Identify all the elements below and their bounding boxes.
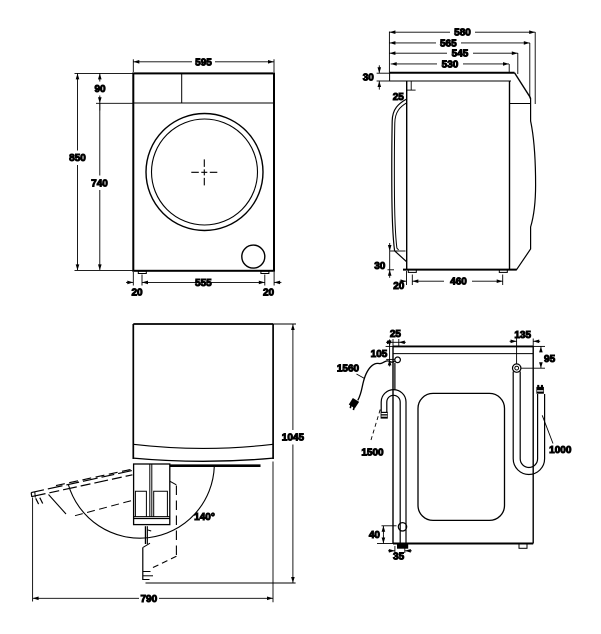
svg-text:530: 530: [442, 59, 459, 70]
svg-text:545: 545: [452, 49, 469, 60]
svg-text:40: 40: [369, 530, 381, 541]
svg-text:140°: 140°: [194, 512, 215, 523]
svg-text:25: 25: [393, 92, 405, 103]
svg-text:790: 790: [140, 594, 157, 605]
svg-text:20: 20: [263, 287, 275, 298]
svg-text:25: 25: [390, 329, 402, 340]
svg-text:595: 595: [195, 57, 212, 68]
svg-text:20: 20: [393, 281, 405, 292]
svg-text:135: 135: [514, 330, 531, 341]
svg-text:580: 580: [454, 28, 471, 39]
svg-text:1045: 1045: [282, 433, 305, 444]
svg-text:90: 90: [94, 84, 106, 95]
svg-text:555: 555: [195, 278, 212, 289]
svg-text:35: 35: [393, 551, 405, 562]
svg-text:1000: 1000: [549, 445, 572, 456]
svg-text:95: 95: [544, 354, 556, 365]
svg-text:1500: 1500: [361, 447, 384, 458]
svg-text:850: 850: [69, 153, 86, 164]
svg-text:20: 20: [131, 287, 143, 298]
svg-text:460: 460: [450, 277, 467, 288]
svg-text:105: 105: [371, 349, 388, 360]
svg-text:740: 740: [91, 178, 108, 189]
svg-text:1560: 1560: [337, 364, 360, 375]
svg-text:565: 565: [440, 38, 457, 49]
svg-text:30: 30: [363, 73, 375, 84]
svg-text:30: 30: [374, 261, 386, 272]
